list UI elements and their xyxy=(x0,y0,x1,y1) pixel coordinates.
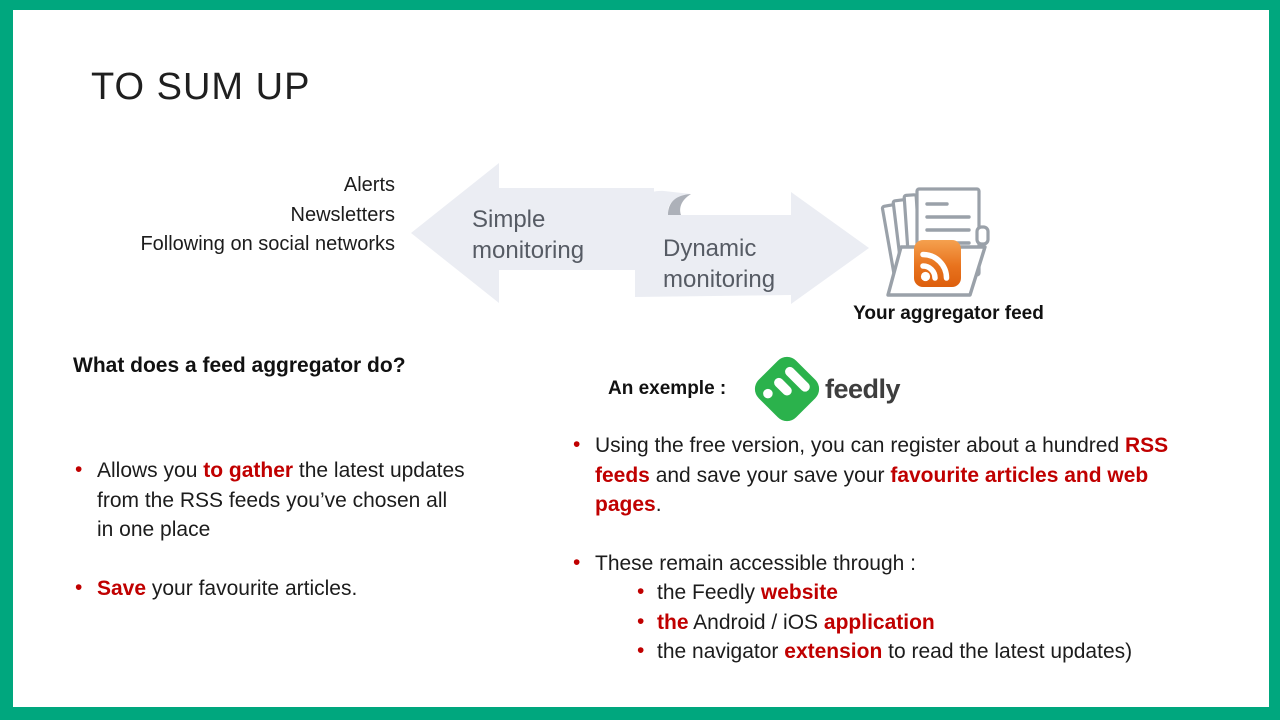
bullet-item: Allows you to gather the latest updates … xyxy=(73,455,469,545)
source-item: Alerts xyxy=(343,174,395,196)
text-run: application xyxy=(823,610,935,634)
text-run: favourite articles and web pages xyxy=(595,463,1149,517)
text-run: RSS feeds xyxy=(595,434,1169,487)
page-title: TO SUM UP xyxy=(91,66,311,108)
right-bullet-list: Using the free version, you can register… xyxy=(571,430,1211,667)
dynamic-monitoring-arrow-shape xyxy=(635,190,869,304)
feedly-logo-icon xyxy=(754,356,820,422)
sub-bullet-item: the Feedly website xyxy=(635,577,1211,608)
text-run: the xyxy=(657,610,689,634)
sub-bullet-item: the navigator extension to read the late… xyxy=(635,636,1211,667)
text-run: These remain accessible through : xyxy=(595,551,916,575)
text-run: to read the latest updates) xyxy=(882,640,1133,663)
text-run: and save your save your xyxy=(649,463,891,487)
dynamic-monitoring-label: Dynamic monitoring xyxy=(663,235,776,293)
text-run: to gather xyxy=(203,459,294,482)
text-run: the latest updates from the RSS feeds yo… xyxy=(97,459,465,541)
bullet-item: Save your favourite articles. xyxy=(73,573,469,604)
text-run: Save xyxy=(97,576,147,600)
left-bullet-list: Allows you to gather the latest updates … xyxy=(73,455,469,604)
text-run: Using the free version, you can register… xyxy=(595,434,1125,457)
simple-monitoring-label: Simple monitoring xyxy=(472,206,585,264)
left-column-heading: What does a feed aggregator do? xyxy=(73,354,406,377)
text-run: . xyxy=(655,493,662,516)
simple-monitoring-arrow-shape xyxy=(411,163,654,303)
feedly-wordmark: feedly xyxy=(825,374,901,404)
example-label: An exemple : xyxy=(608,378,727,399)
source-item: Newsletters xyxy=(290,203,395,226)
bullet-item: These remain accessible through :the Fee… xyxy=(571,548,1211,667)
source-list: Alerts Newsletters Following on social n… xyxy=(73,171,395,260)
rss-icon xyxy=(914,240,961,287)
text-run: website xyxy=(760,581,838,604)
text-run: extension xyxy=(784,640,883,663)
text-run: the navigator xyxy=(657,640,785,663)
text-run: the Feedly xyxy=(657,581,761,604)
source-item: Following on social networks xyxy=(140,233,395,255)
folder-rss-feed-icon xyxy=(880,187,990,297)
text-run: Allows you xyxy=(97,459,204,482)
text-run: Android / iOS xyxy=(688,610,824,634)
aggregator-feed-caption: Your aggregator feed xyxy=(853,303,1044,324)
sub-bullet-list: the Feedly websitethe Android / iOS appl… xyxy=(595,577,1211,667)
text-run: your favourite articles. xyxy=(146,576,358,600)
bullet-item: Using the free version, you can register… xyxy=(571,430,1211,520)
sub-bullet-item: the Android / iOS application xyxy=(635,607,1211,638)
